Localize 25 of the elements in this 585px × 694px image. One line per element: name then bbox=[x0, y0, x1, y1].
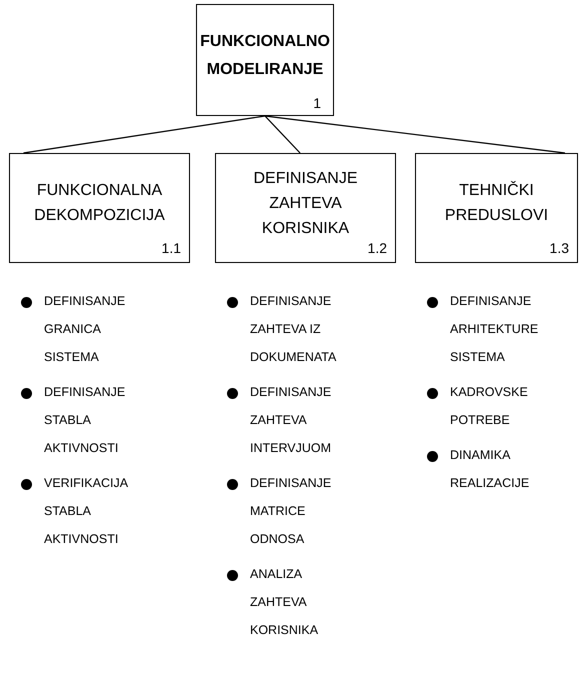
connector-line bbox=[264, 116, 300, 154]
box-number: 1.3 bbox=[550, 239, 569, 258]
box-number: 1.2 bbox=[368, 239, 387, 258]
box-number: 1.1 bbox=[162, 239, 181, 258]
task-text: DEFINISANJE ZAHTEVA INTERVJUOM bbox=[250, 384, 332, 457]
connector-line bbox=[264, 115, 566, 154]
box-title: DEFINISANJE ZAHTEVA KORISNIKA bbox=[252, 168, 358, 238]
box-title: TEHNIČKI PREDUSLOVI bbox=[444, 180, 550, 226]
task-text: DEFINISANJE MATRICE ODNOSA bbox=[250, 475, 332, 548]
task-text: DINAMIKA REALIZACIJE bbox=[450, 447, 530, 492]
task-text: DEFINISANJE GRANICA SISTEMA bbox=[44, 293, 126, 366]
box-title: FUNKCIONALNO MODELIRANJE bbox=[199, 32, 331, 80]
task-text: KADROVSKE POTREBE bbox=[450, 384, 529, 429]
task-text: ANALIZA ZAHTEVA KORISNIKA bbox=[250, 566, 320, 639]
box-number: 1 bbox=[313, 94, 321, 113]
task-text: DEFINISANJE ZAHTEVA IZ DOKUMENATA bbox=[250, 293, 338, 366]
box-title: FUNKCIONALNA DEKOMPOZICIJA bbox=[33, 181, 166, 226]
hierarchy-box bbox=[196, 4, 334, 116]
connector-line bbox=[23, 115, 266, 154]
hierarchy-box bbox=[9, 153, 190, 263]
task-text: DEFINISANJE ARHITEKTURE SISTEMA bbox=[450, 293, 540, 366]
task-text: VERIFIKACIJA STABLA AKTIVNOSTI bbox=[44, 475, 129, 548]
hierarchy-box bbox=[415, 153, 578, 263]
hierarchy-box bbox=[215, 153, 396, 263]
task-text: DEFINISANJE STABLA AKTIVNOSTI bbox=[44, 384, 126, 457]
